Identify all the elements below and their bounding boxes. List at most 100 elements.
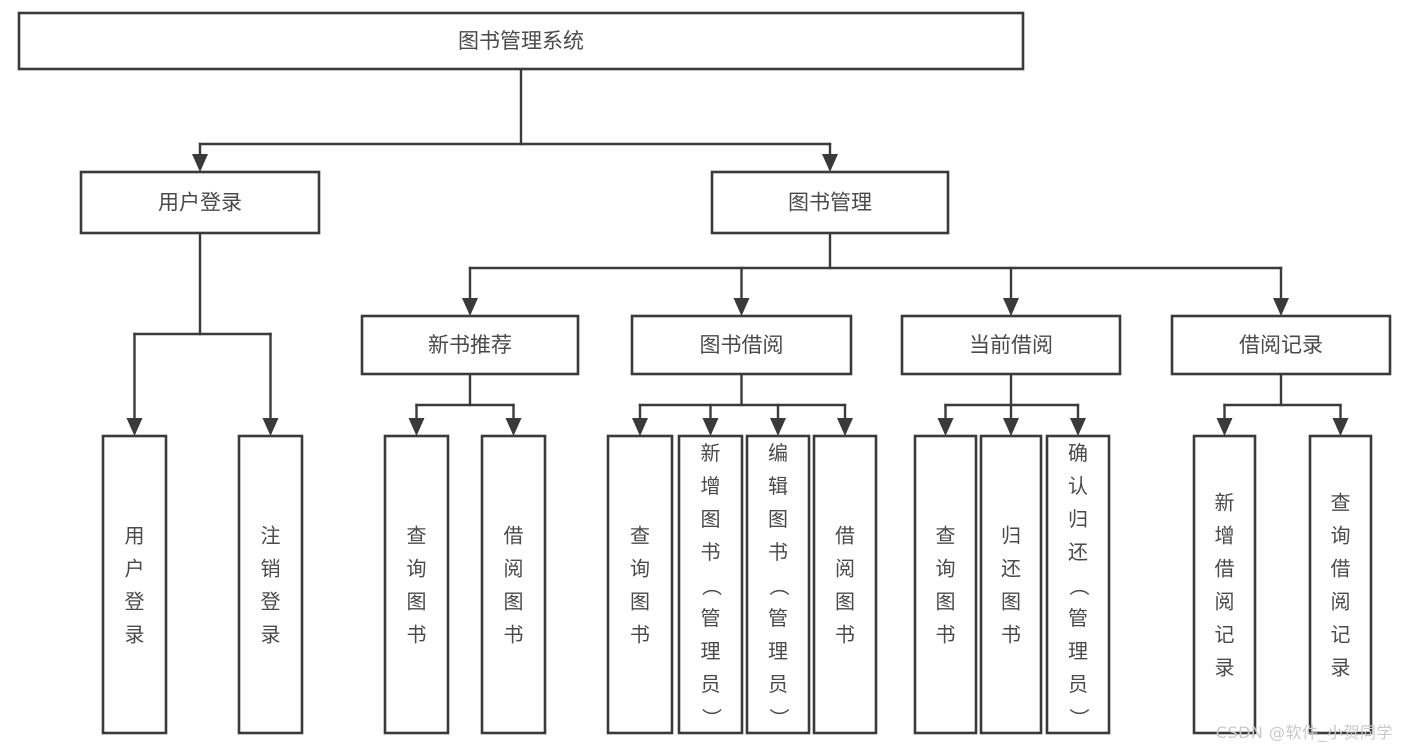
node-label-char: 录 <box>1215 656 1235 680</box>
node-box[interactable] <box>745 434 811 735</box>
node-label-char: 阅 <box>1215 590 1235 614</box>
arrow-head <box>837 418 853 436</box>
node-leaf-8[interactable]: 查询图书查询图书 <box>913 434 978 735</box>
node-label-char: 员 <box>1068 672 1088 696</box>
node-label-char: 管 <box>1068 606 1088 630</box>
node-box[interactable] <box>79 170 321 235</box>
node-label-char: 新 <box>1215 491 1235 515</box>
node-level2-0[interactable]: 新书推荐 <box>360 314 580 376</box>
node-label-char: 登 <box>261 590 281 614</box>
arrow-head <box>462 298 478 316</box>
node-label-char: 书 <box>936 623 956 647</box>
node-box[interactable] <box>630 314 853 376</box>
node-label-char: 员 <box>768 672 788 696</box>
node-leaf-4[interactable]: 查询图书查询图书 <box>606 434 674 735</box>
arrow-head <box>1003 418 1019 436</box>
node-box[interactable] <box>606 434 674 735</box>
node-label-char: 登 <box>125 590 145 614</box>
node-label-char: 理 <box>768 639 788 663</box>
node-label-char: 归 <box>1001 524 1021 548</box>
node-leaf-12[interactable]: 查询借阅记录查询借阅记录 <box>1308 434 1373 735</box>
arrow-head <box>1070 418 1086 436</box>
node-leaf-9[interactable]: 归还图书归还图书 <box>979 434 1043 735</box>
node-label: 图书管理系统 <box>458 29 584 53</box>
node-label-char: 询 <box>407 557 427 581</box>
node-box[interactable] <box>360 314 580 376</box>
node-box[interactable] <box>480 434 547 735</box>
node-label-char: 归 <box>1068 507 1088 531</box>
node-box[interactable] <box>1308 434 1373 735</box>
node-box[interactable] <box>710 170 950 235</box>
node-level2-1[interactable]: 图书借阅 <box>630 314 853 376</box>
node-leaf-11[interactable]: 新增借阅记录新增借阅记录 <box>1192 434 1257 735</box>
node-label-char: ） <box>1067 708 1091 728</box>
arrow-head <box>126 418 143 436</box>
node-label-char: 录 <box>1331 656 1351 680</box>
node-box[interactable] <box>1045 434 1111 735</box>
node-label-char: 户 <box>125 557 145 581</box>
node-label-char: 新 <box>701 441 721 465</box>
node-leaf-2[interactable]: 查询图书查询图书 <box>383 434 450 735</box>
node-label: 图书借阅 <box>700 333 784 357</box>
node-box[interactable] <box>1170 314 1392 376</box>
node-label-char: 借 <box>504 524 524 548</box>
nodes-layer: 图书管理系统用户登录图书管理新书推荐图书借阅当前借阅借阅记录用户登录用户登录注销… <box>17 11 1392 735</box>
csdn-watermark: CSDN @软件_小贺同学 <box>1215 723 1393 742</box>
node-box[interactable] <box>812 434 878 735</box>
connectors-layer <box>126 67 1349 436</box>
node-box[interactable] <box>383 434 450 735</box>
node-label-char: 借 <box>1331 557 1351 581</box>
arrow-head <box>408 418 425 436</box>
arrow-head <box>937 418 954 436</box>
node-label: 新书推荐 <box>428 333 512 357</box>
node-leaf-0[interactable]: 用户登录用户登录 <box>101 434 168 735</box>
node-box[interactable] <box>913 434 978 735</box>
node-label-char: 阅 <box>1331 590 1351 614</box>
node-label-char: 书 <box>768 540 788 564</box>
node-label-char: 图 <box>936 590 956 614</box>
node-label-char: 管 <box>768 606 788 630</box>
node-label-char: 确 <box>1068 441 1088 465</box>
node-label-char: 图 <box>504 590 524 614</box>
node-label-char: 记 <box>1215 623 1235 647</box>
arrow-head <box>1273 298 1289 316</box>
node-level2-2[interactable]: 当前借阅 <box>900 314 1122 376</box>
node-label-char: 书 <box>701 540 721 564</box>
arrow-head <box>632 418 648 436</box>
node-box[interactable] <box>1192 434 1257 735</box>
node-label-char: 查 <box>630 524 650 548</box>
node-label-char: 增 <box>1215 524 1235 548</box>
node-label-char: 还 <box>1068 540 1088 564</box>
node-label-char: 图 <box>835 590 855 614</box>
node-label-char: 书 <box>407 623 427 647</box>
node-leaf-1[interactable]: 注销登录注销登录 <box>237 434 304 735</box>
node-label-char: 录 <box>125 623 145 647</box>
node-label-char: 书 <box>630 623 650 647</box>
node-box[interactable] <box>101 434 168 735</box>
node-label-char: 图 <box>407 590 427 614</box>
node-box[interactable] <box>900 314 1122 376</box>
node-level1-0[interactable]: 用户登录 <box>79 170 321 235</box>
node-box[interactable] <box>237 434 304 735</box>
node-box[interactable] <box>979 434 1043 735</box>
node-label-char: 阅 <box>835 557 855 581</box>
node-label-char: 编 <box>768 441 788 465</box>
node-label-char: 销 <box>261 557 281 581</box>
node-leaf-7[interactable]: 借阅图书借阅图书 <box>812 434 878 735</box>
node-label-char: 借 <box>835 524 855 548</box>
node-label-char: 查 <box>407 524 427 548</box>
node-box[interactable] <box>677 434 744 735</box>
node-box[interactable] <box>17 11 1025 71</box>
node-label-char: 询 <box>630 557 650 581</box>
node-level1-1[interactable]: 图书管理 <box>710 170 950 235</box>
node-root[interactable]: 图书管理系统 <box>17 11 1025 71</box>
node-level2-3[interactable]: 借阅记录 <box>1170 314 1392 376</box>
node-label-char: 录 <box>261 623 281 647</box>
node-leaf-3[interactable]: 借阅图书借阅图书 <box>480 434 547 735</box>
node-label-char: 书 <box>1001 623 1021 647</box>
